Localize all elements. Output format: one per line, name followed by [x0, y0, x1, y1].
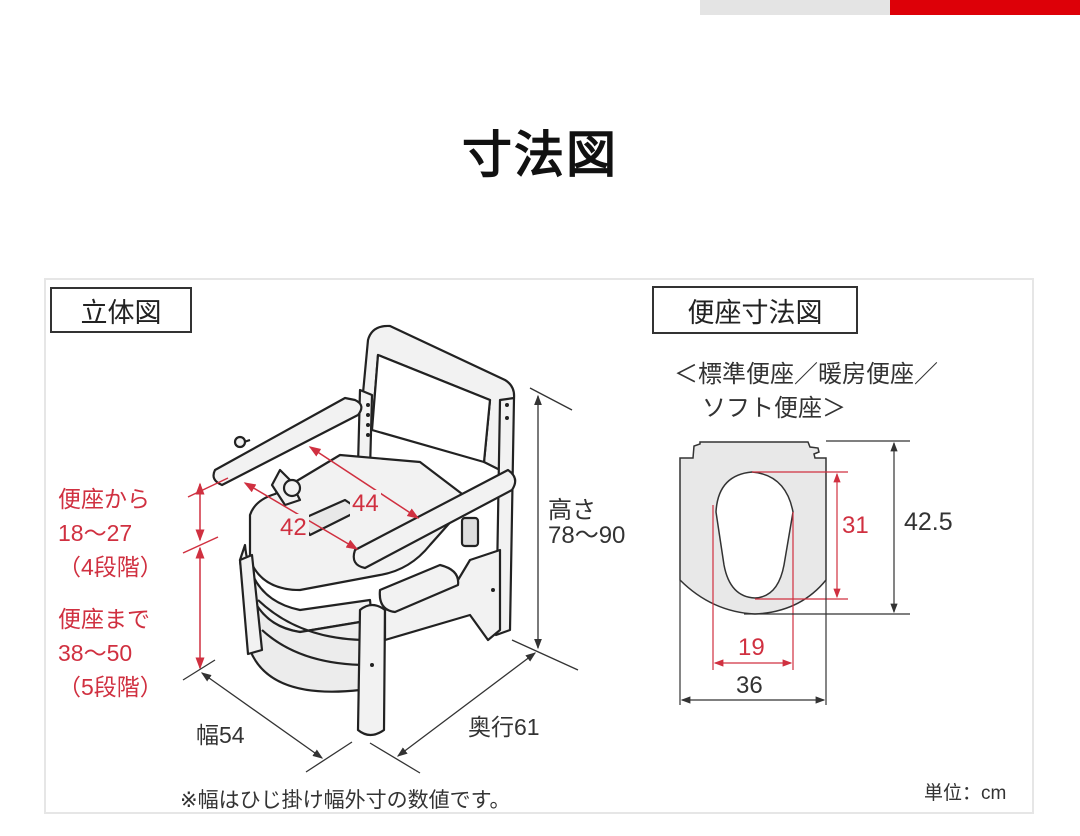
- seat-height-value: 38〜50: [58, 640, 133, 666]
- seat-types-label: ＜標準便座／暖房便座／ ソフト便座＞: [674, 358, 938, 426]
- section-label-3d-view-text: 立体図: [80, 297, 162, 329]
- armrest-height-label-line1: 便座から: [58, 486, 150, 512]
- armrest-height-value: 18〜27: [58, 520, 133, 546]
- seat-width-label: 36: [736, 672, 763, 699]
- seat-inner-width-label: 44: [350, 490, 381, 518]
- top-bar-red: [890, 0, 1080, 15]
- overall-width-label: 幅54: [196, 722, 245, 748]
- footnote: ※幅はひじ掛け幅外寸の数値です。: [180, 789, 511, 812]
- overall-depth-label: 奥行61: [468, 714, 540, 740]
- top-bar-gray: [700, 0, 890, 15]
- portable-toilet-chair-illustration: [212, 324, 517, 737]
- seat-height-label-line1: 便座まで: [58, 606, 150, 632]
- overall-height-value: 78〜90: [548, 522, 626, 549]
- armrest-height-dimension: [182, 477, 229, 670]
- seat-inner-depth-label: 42: [278, 514, 309, 542]
- armrest-height-label: 便座から 18〜27 （4段階）: [58, 482, 163, 584]
- seat-types-line2: ソフト便座＞: [702, 395, 846, 422]
- seat-dimension-lines: [679, 440, 910, 705]
- seat-height-steps: （5段階）: [58, 674, 163, 700]
- unit-label: 単位：cm: [924, 783, 1007, 804]
- section-label-seat-dimensions-text: 便座寸法図: [687, 297, 823, 329]
- seat-height-label: 便座まで 38〜50 （5段階）: [58, 602, 163, 704]
- seat-length-label: 42.5: [904, 508, 953, 536]
- section-label-3d-view: 立体図: [50, 287, 192, 333]
- overall-height-label: 高さ 78〜90: [548, 497, 626, 549]
- armrest-height-steps: （4段階）: [58, 554, 163, 580]
- seat-opening-width-label: 19: [738, 634, 765, 661]
- overall-height-label-line1: 高さ: [548, 497, 596, 524]
- seat-types-line1: ＜標準便座／暖房便座／: [674, 361, 938, 388]
- seat-opening-length-label: 31: [842, 512, 869, 539]
- overall-dimensions: [182, 387, 579, 774]
- page-title: 寸法図: [462, 126, 618, 184]
- section-label-seat-dimensions: 便座寸法図: [652, 286, 858, 334]
- toilet-seat-top-view: [679, 441, 827, 615]
